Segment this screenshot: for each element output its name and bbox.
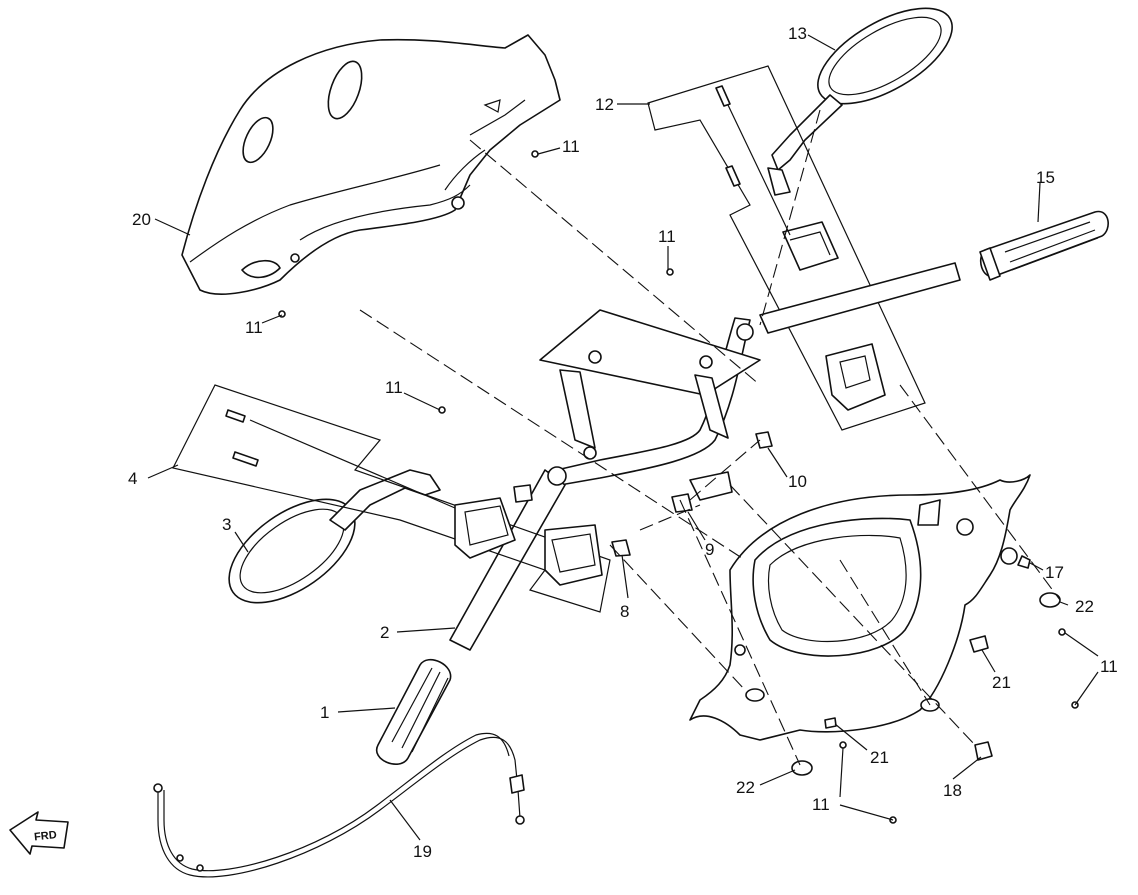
callout-11: 11 bbox=[385, 378, 403, 397]
callout-12: 12 bbox=[595, 95, 614, 114]
callout-22: 22 bbox=[736, 778, 755, 797]
callout-13: 13 bbox=[788, 24, 807, 43]
handlebar bbox=[449, 262, 961, 651]
callout-8: 8 bbox=[620, 602, 629, 621]
callout-9: 9 bbox=[705, 540, 714, 559]
front-direction-arrow: FRD bbox=[9, 811, 69, 855]
front-arrow-label: FRD bbox=[34, 829, 58, 843]
throttle-cable bbox=[153, 732, 525, 878]
callout-11: 11 bbox=[658, 227, 676, 246]
small-fasteners bbox=[278, 150, 1079, 824]
right-mirror bbox=[767, 7, 953, 196]
callout-20: 20 bbox=[132, 210, 151, 229]
callout-11: 11 bbox=[812, 795, 830, 814]
callout-1: 1 bbox=[320, 703, 329, 722]
left-grip bbox=[375, 658, 452, 765]
callout-21: 21 bbox=[992, 673, 1011, 692]
callout-labels: 1 2 3 4 8 9 10 11 11 11 11 11 11 12 13 1… bbox=[128, 24, 1118, 861]
callout-2: 2 bbox=[380, 623, 389, 642]
leader-lines bbox=[147, 34, 1099, 841]
right-switch-assembly bbox=[647, 65, 926, 431]
front-handlebar-cover bbox=[181, 34, 561, 295]
callout-22: 22 bbox=[1075, 597, 1094, 616]
callout-11: 11 bbox=[1100, 657, 1118, 676]
callout-11: 11 bbox=[245, 318, 263, 337]
callout-17: 17 bbox=[1045, 563, 1064, 582]
callout-3: 3 bbox=[222, 515, 231, 534]
handlebar-frame bbox=[539, 309, 761, 460]
callout-11: 11 bbox=[562, 137, 580, 156]
left-mirror bbox=[228, 469, 441, 604]
left-switch-assembly bbox=[172, 384, 611, 613]
rear-handlebar-cover bbox=[689, 474, 1031, 741]
callout-4: 4 bbox=[128, 469, 137, 488]
callout-19: 19 bbox=[413, 842, 432, 861]
callout-10: 10 bbox=[788, 472, 807, 491]
callout-15: 15 bbox=[1036, 168, 1055, 187]
right-grip bbox=[979, 210, 1109, 281]
callout-21: 21 bbox=[870, 748, 889, 767]
callout-18: 18 bbox=[943, 781, 962, 800]
